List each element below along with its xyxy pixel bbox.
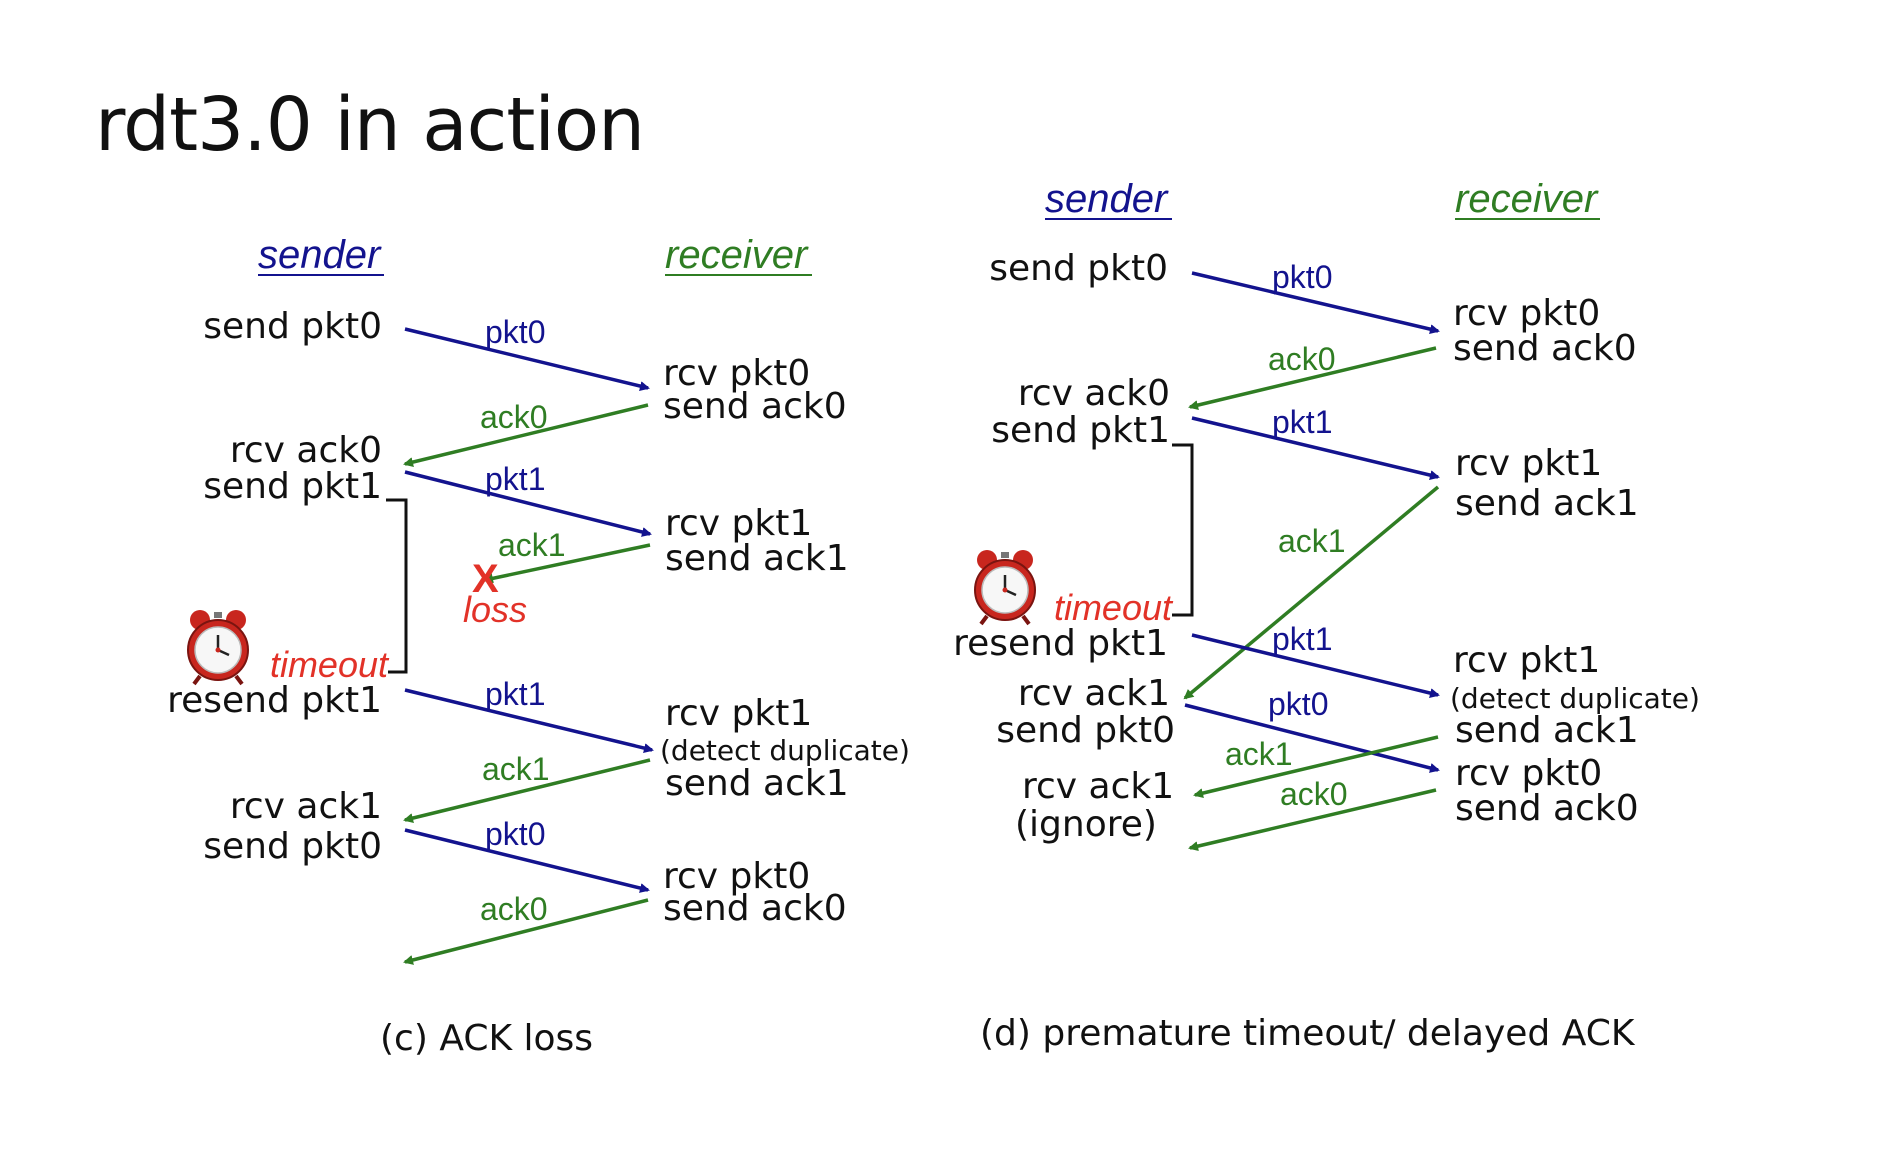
sender-event: (ignore) — [1015, 804, 1157, 845]
message-arrow-ack0 — [1188, 346, 1437, 410]
receiver-event: rcv pkt1 — [1453, 640, 1600, 681]
loss-x-icon: X — [472, 557, 499, 601]
receiver-event: rcv pkt1 — [665, 693, 812, 734]
message-label: pkt0 — [1272, 259, 1332, 295]
receiver-event: send ack1 — [1455, 710, 1639, 751]
message-arrow-pkt1-resend — [1191, 633, 1440, 698]
sender-event: rcv ack0 — [1018, 373, 1170, 414]
sender-event: send pkt1 — [991, 410, 1170, 451]
message-arrow-pkt1 — [404, 470, 652, 537]
message-label: pkt1 — [485, 461, 545, 497]
message-arrow-pkt0-2 — [404, 828, 650, 893]
message-label: ack1 — [498, 527, 566, 563]
message-arrow-ack0 — [1188, 788, 1437, 852]
sender-event: send pkt1 — [203, 466, 382, 507]
message-arrow-ack0-2 — [403, 898, 649, 965]
timer-bracket — [386, 498, 408, 674]
message-label: pkt0 — [485, 816, 545, 852]
receiver-event: rcv pkt0 — [1453, 293, 1600, 334]
slide-title: rdt3.0 in action — [95, 82, 644, 168]
sender-heading: sender — [1045, 177, 1169, 221]
sender-event: resend pkt1 — [953, 623, 1168, 664]
panel-ack-loss: sender receiver send pkt0 rcv ack0 send … — [167, 233, 910, 1059]
timeout-label: timeout — [1054, 587, 1174, 628]
message-label: pkt1 — [485, 676, 545, 712]
timer-bracket — [1172, 443, 1194, 617]
receiver-event: rcv pkt0 — [1455, 753, 1602, 794]
message-arrow-pkt0 — [1184, 703, 1440, 773]
sender-event: send pkt0 — [203, 826, 382, 867]
message-arrow-pkt0 — [404, 327, 650, 391]
receiver-heading: receiver — [1455, 177, 1599, 221]
timeout-label: timeout — [270, 644, 390, 685]
sender-event: send pkt0 — [996, 710, 1175, 751]
receiver-event: (detect duplicate) — [1450, 682, 1700, 715]
message-arrow-pkt0 — [1191, 271, 1440, 335]
sender-event: rcv ack1 — [1022, 766, 1174, 807]
receiver-event: rcv pkt0 — [663, 856, 810, 897]
message-arrow-ack0 — [403, 403, 649, 467]
receiver-event: send ack0 — [663, 888, 847, 929]
sender-heading: sender — [258, 233, 382, 277]
sender-event: rcv ack0 — [230, 430, 382, 471]
alarm-clock-icon — [973, 548, 1037, 626]
message-label: ack0 — [480, 891, 548, 927]
receiver-event: rcv pkt1 — [665, 503, 812, 544]
message-arrow-ack1 — [403, 758, 651, 823]
panel-caption: (c) ACK loss — [380, 1018, 593, 1059]
receiver-event: send ack1 — [1455, 483, 1639, 524]
message-label: ack0 — [480, 399, 548, 435]
sender-event: rcv ack1 — [1018, 673, 1170, 714]
sender-event: send pkt0 — [989, 248, 1168, 289]
receiver-event: send ack0 — [663, 386, 847, 427]
message-arrow-ack1-ignored — [1193, 735, 1439, 799]
message-label: ack1 — [1225, 736, 1293, 772]
panel-premature-timeout: sender receiver send pkt0 rcv ack0 send … — [953, 177, 1700, 1054]
message-label: ack0 — [1280, 776, 1348, 812]
message-arrow-pkt1-resend — [404, 688, 654, 753]
message-label: pkt0 — [1268, 686, 1328, 722]
alarm-clock-icon — [186, 608, 250, 686]
receiver-event: send ack1 — [665, 538, 849, 579]
loss-label: loss — [463, 589, 527, 630]
receiver-event: (detect duplicate) — [660, 734, 910, 767]
message-label: ack1 — [482, 751, 550, 787]
receiver-event: send ack1 — [665, 763, 849, 804]
message-arrow-pkt1 — [1191, 416, 1440, 480]
receiver-event: send ack0 — [1453, 328, 1637, 369]
message-label: pkt0 — [485, 314, 545, 350]
message-label: pkt1 — [1272, 621, 1332, 657]
message-arrow-ack1-delayed — [1183, 485, 1440, 700]
panel-caption: (d) premature timeout/ delayed ACK — [980, 1013, 1636, 1054]
sender-event: rcv ack1 — [230, 786, 382, 827]
receiver-event: rcv pkt1 — [1455, 443, 1602, 484]
sender-event: resend pkt1 — [167, 680, 382, 721]
receiver-event: rcv pkt0 — [663, 353, 810, 394]
sender-event: send pkt0 — [203, 306, 382, 347]
receiver-heading: receiver — [665, 233, 809, 277]
message-label: ack1 — [1278, 523, 1346, 559]
message-label: pkt1 — [1272, 404, 1332, 440]
receiver-event: send ack0 — [1455, 788, 1639, 829]
message-arrow-ack1-lost — [483, 543, 651, 584]
message-label: ack0 — [1268, 341, 1336, 377]
